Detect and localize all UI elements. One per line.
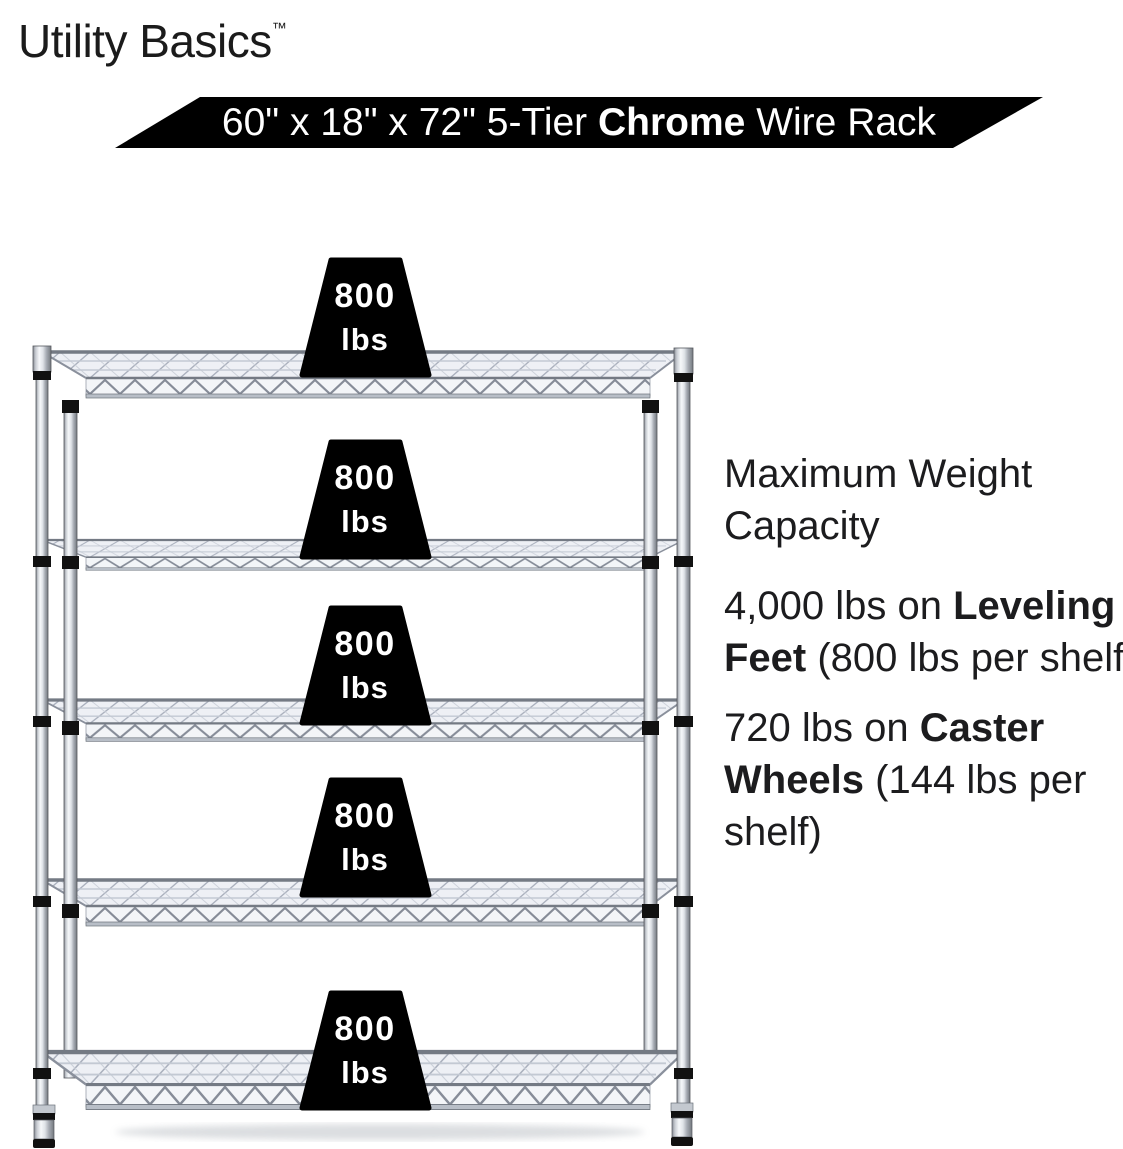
- banner-suffix-text: Wire Rack: [745, 101, 937, 144]
- banner-size-text: 60" x 18" x 72" 5-Tier: [221, 101, 599, 144]
- weight-unit-4: lbs: [341, 842, 389, 877]
- weight-value-2: 800: [334, 459, 395, 497]
- trademark-symbol: ™: [271, 20, 287, 37]
- post-front-right: [642, 400, 659, 1079]
- brand-logo: Utility Basics™: [18, 2, 287, 68]
- weight-badge-5: 800 lbs: [302, 993, 429, 1108]
- info-item-prefix: 720 lbs on: [724, 706, 920, 750]
- info-item-caster-wheels: 720 lbs on Caster Wheels (144 lbs per sh…: [724, 702, 1123, 858]
- weight-unit-1: lbs: [341, 322, 389, 357]
- leveling-foot-right: [670, 1102, 694, 1146]
- info-item-prefix: 4,000 lbs on: [724, 584, 954, 628]
- info-item-leveling-feet: 4,000 lbs on Leveling Feet (800 lbs per …: [724, 580, 1123, 684]
- weight-value-5: 800: [334, 1010, 395, 1048]
- brand-name: Utility Basics: [18, 15, 272, 67]
- weight-unit-5: lbs: [341, 1055, 389, 1090]
- post-back-left: [32, 345, 52, 1113]
- info-item-bold: Leveling Feet: [724, 584, 1116, 680]
- weight-value-3: 800: [334, 625, 395, 663]
- info-heading: Maximum Weight Capacity: [724, 452, 1033, 548]
- banner-material-text: Chrome: [598, 101, 746, 144]
- info-item-suffix: (800 lbs per shelf): [806, 636, 1123, 680]
- weight-badge-1: 800 lbs: [302, 260, 429, 375]
- info-column: Maximum Weight Capacity 4,000 lbs on Lev…: [724, 448, 1123, 876]
- weight-value-1: 800: [334, 277, 395, 315]
- post-back-right: [673, 347, 694, 1111]
- weight-badge-2: 800 lbs: [302, 442, 429, 557]
- weight-badge-3: 800 lbs: [302, 608, 429, 723]
- post-front-left: [62, 400, 79, 1079]
- leveling-foot-left: [32, 1104, 56, 1148]
- weight-value-4: 800: [334, 797, 395, 835]
- product-banner: 60" x 18" x 72" 5-Tier Chrome Wire Rack: [115, 97, 1043, 148]
- weight-badge-4: 800 lbs: [302, 780, 429, 895]
- weight-unit-3: lbs: [341, 670, 389, 705]
- floor-shadow: [115, 1124, 645, 1140]
- info-item-bold: Caster Wheels: [724, 706, 1045, 802]
- info-item-suffix: (144 lbs per shelf): [724, 758, 1087, 854]
- weight-unit-2: lbs: [341, 504, 389, 539]
